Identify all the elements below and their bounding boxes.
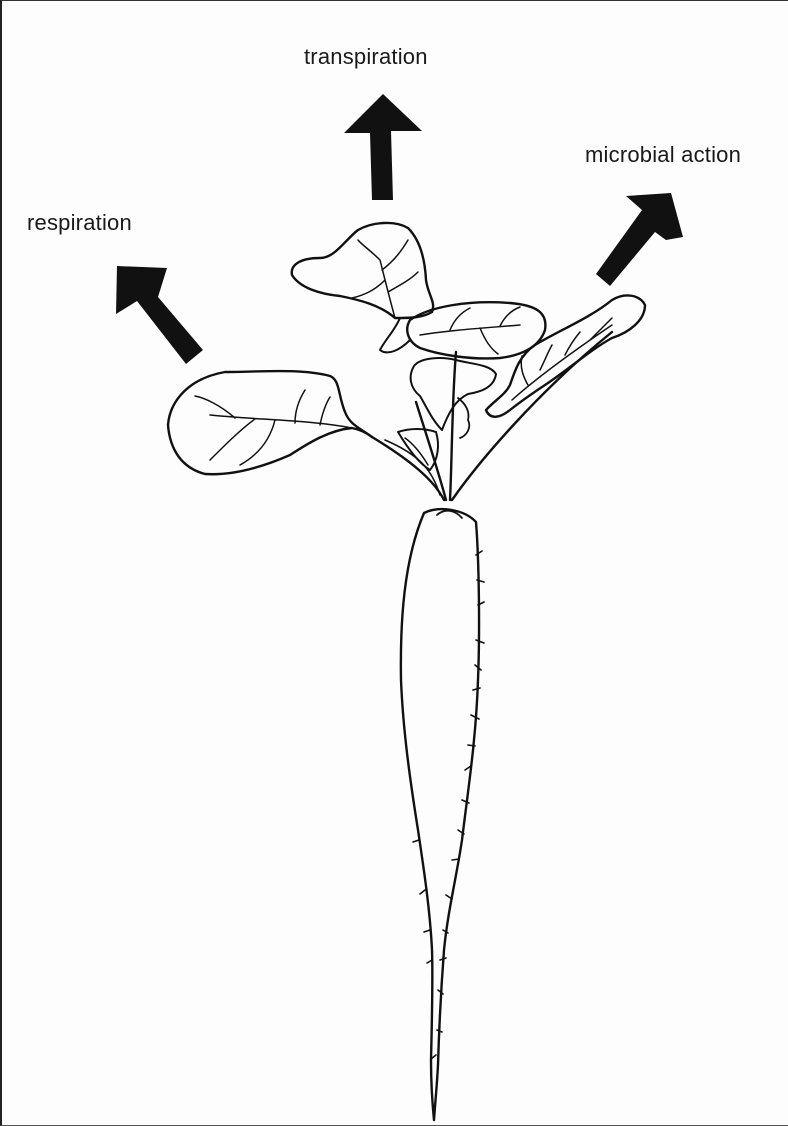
radish-plant-illustration <box>168 223 645 1120</box>
radish-root <box>401 509 479 1120</box>
arrow-up-right-icon <box>596 193 683 286</box>
arrow-up-left-icon <box>116 266 203 364</box>
arrow-up-icon <box>344 94 422 200</box>
leaf-center <box>407 302 545 358</box>
leaf-top <box>292 223 433 318</box>
leaf-left <box>168 371 372 474</box>
